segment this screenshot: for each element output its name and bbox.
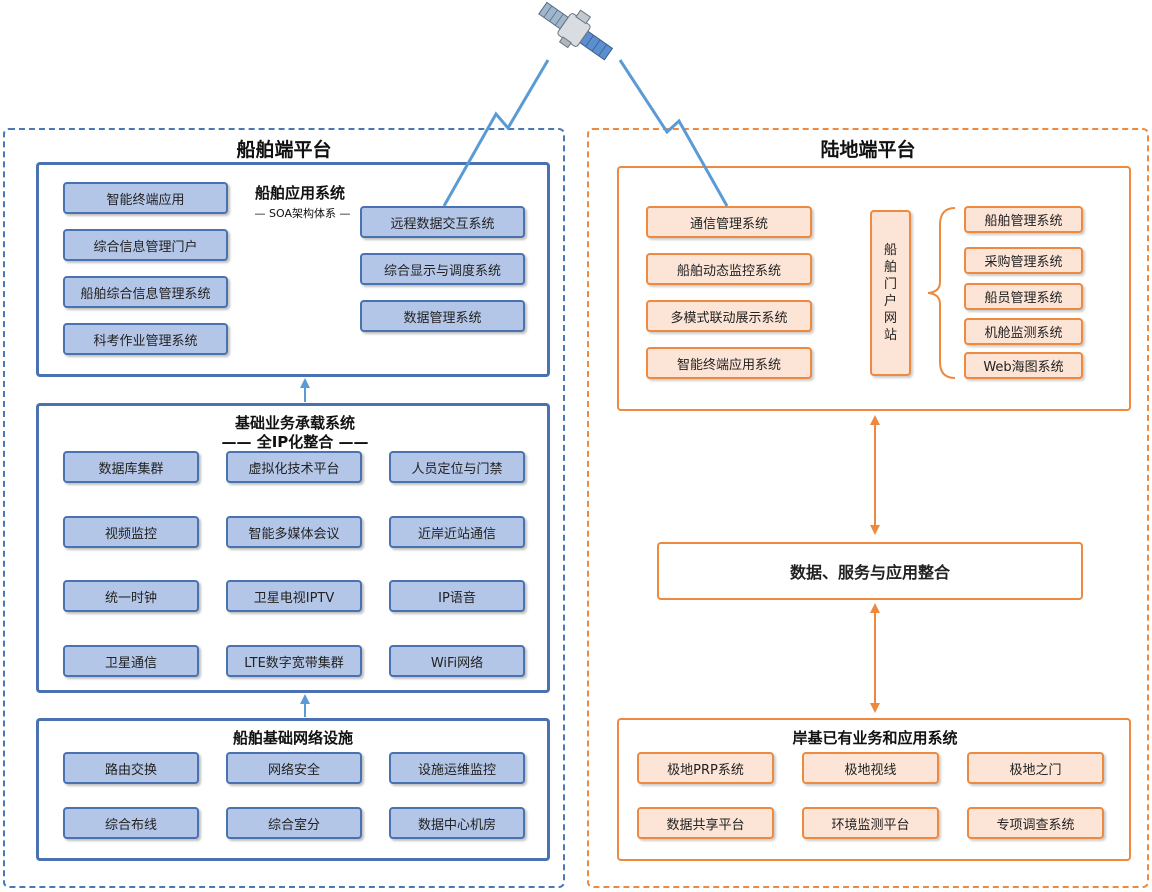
business-item[interactable]: 视频监控	[63, 516, 199, 548]
app-item[interactable]: 船舶综合信息管理系统	[63, 276, 228, 308]
app-item[interactable]: 综合显示与调度系统	[360, 253, 525, 285]
infra-item[interactable]: 路由交换	[63, 752, 199, 784]
land-item[interactable]: 智能终端应用系统	[646, 347, 812, 379]
ship-platform-title: 船舶端平台	[236, 139, 332, 161]
satellite-link-land	[618, 59, 729, 207]
shore-item[interactable]: 专项调查系统	[967, 807, 1104, 839]
shore-system-title: 岸基已有业务和应用系统	[792, 729, 958, 747]
business-system-panel	[36, 403, 550, 693]
shore-item[interactable]: 环境监测平台	[802, 807, 939, 839]
ship-portal-website[interactable]: 船舶门户网站	[870, 210, 911, 376]
infra-item[interactable]: 设施运维监控	[389, 752, 525, 784]
shore-system-panel	[617, 718, 1131, 861]
portal-item[interactable]: 船舶管理系统	[964, 206, 1083, 233]
land-item[interactable]: 船舶动态监控系统	[646, 253, 812, 285]
portal-item[interactable]: 机舱监测系统	[964, 318, 1083, 345]
ship-app-system-title: 船舶应用系统	[254, 184, 345, 202]
business-system-subtitle: —— 全IP化整合 ——	[221, 433, 369, 451]
business-item[interactable]: 卫星通信	[63, 645, 199, 677]
app-item[interactable]: 数据管理系统	[360, 300, 525, 332]
network-infra-title: 船舶基础网络设施	[232, 729, 353, 747]
land-top-panel	[617, 166, 1131, 411]
satellite-icon	[538, 1, 614, 61]
business-item[interactable]: WiFi网络	[389, 645, 525, 677]
shore-item[interactable]: 数据共享平台	[637, 807, 774, 839]
app-item[interactable]: 科考作业管理系统	[63, 323, 228, 355]
business-system-title: 基础业务承载系统	[234, 414, 355, 432]
business-item[interactable]: 智能多媒体会议	[226, 516, 362, 548]
land-platform-region	[587, 128, 1149, 888]
shore-item[interactable]: 极地PRP系统	[637, 752, 774, 784]
infra-item[interactable]: 网络安全	[226, 752, 362, 784]
network-infra-panel	[36, 718, 550, 861]
all-ip-label: 全IP化整合	[256, 433, 334, 451]
app-item[interactable]: 远程数据交互系统	[360, 206, 525, 238]
shore-item[interactable]: 极地之门	[967, 752, 1104, 784]
app-item[interactable]: 智能终端应用	[63, 182, 228, 214]
portal-item[interactable]: Web海图系统	[964, 352, 1083, 379]
ship-portal-label: 船舶门户网站	[883, 243, 897, 343]
business-item[interactable]: 人员定位与门禁	[389, 451, 525, 483]
business-item[interactable]: 虚拟化技术平台	[226, 451, 362, 483]
ship-platform-region	[3, 128, 565, 888]
land-item[interactable]: 多模式联动展示系统	[646, 300, 812, 332]
land-platform-title: 陆地端平台	[820, 139, 916, 161]
business-item[interactable]: LTE数字宽带集群	[226, 645, 362, 677]
satellite-link-ship	[442, 59, 550, 207]
business-item[interactable]: 统一时钟	[63, 580, 199, 612]
shore-item[interactable]: 极地视线	[802, 752, 939, 784]
business-item[interactable]: 近岸近站通信	[389, 516, 525, 548]
integration-box[interactable]: 数据、服务与应用整合	[657, 542, 1083, 600]
business-item[interactable]: IP语音	[389, 580, 525, 612]
portal-brace	[927, 207, 956, 379]
ship-app-system-subtitle: — SOA架构体系 —	[254, 207, 351, 220]
portal-item[interactable]: 船员管理系统	[964, 283, 1083, 310]
ship-app-system-panel	[36, 162, 550, 377]
business-item[interactable]: 卫星电视IPTV	[226, 580, 362, 612]
portal-item[interactable]: 采购管理系统	[964, 247, 1083, 274]
infra-item[interactable]: 综合布线	[63, 807, 199, 839]
soa-label: SOA架构体系	[269, 207, 336, 220]
infra-item[interactable]: 数据中心机房	[389, 807, 525, 839]
app-item[interactable]: 综合信息管理门户	[63, 229, 228, 261]
land-item[interactable]: 通信管理系统	[646, 206, 812, 238]
infra-item[interactable]: 综合室分	[226, 807, 362, 839]
business-item[interactable]: 数据库集群	[63, 451, 199, 483]
